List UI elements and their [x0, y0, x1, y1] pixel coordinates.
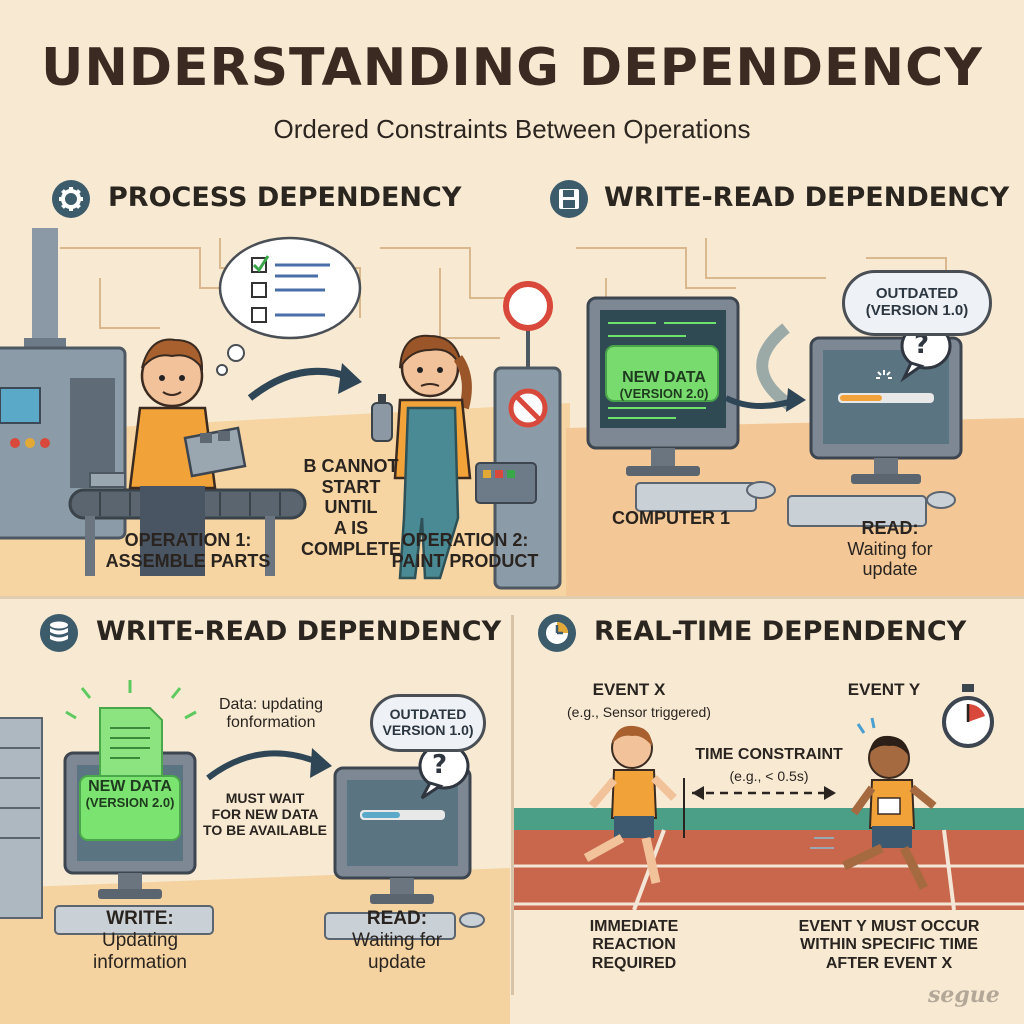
- page-title: UNDERSTANDING DEPENDENCY: [41, 38, 983, 98]
- time-constraint-label: TIME CONSTRAINT: [695, 746, 843, 763]
- runners-scene: [583, 717, 937, 891]
- question-mark-icon: ?: [914, 330, 930, 360]
- computers-scene: [566, 238, 1024, 596]
- operation-2-label: OPERATION 2:PAINT PRODUCT: [391, 530, 539, 571]
- section-divider-horizontal: [0, 596, 1024, 599]
- computer-1-label: COMPUTER 1: [611, 508, 730, 528]
- gear-icon: [52, 180, 90, 218]
- section-divider-vertical: [511, 615, 514, 995]
- stopwatch-icon: [942, 684, 994, 748]
- process-section-title: PROCESS DEPENDENCY: [108, 182, 462, 213]
- process-section: PROCESS DEPENDENCY OPERATION 1:ASSEMBLE …: [0, 168, 570, 596]
- outdated-top-bubble: OUTDATED(VERSION 1.0): [842, 270, 992, 336]
- realtime-section-title: REAL-TIME DEPENDENCY: [594, 616, 967, 647]
- database-icon: [40, 614, 78, 652]
- time-constraint-note: (e.g., < 0.5s): [729, 768, 809, 784]
- write-read-bottom-title: WRITE-READ DEPENDENCY: [96, 616, 502, 647]
- clock-icon: [538, 614, 576, 652]
- floppy-disk-icon: [550, 180, 588, 218]
- event-x-note: (e.g., Sensor triggered): [567, 704, 711, 720]
- write-read-scene: [0, 680, 510, 1024]
- factory-scene: [0, 228, 570, 596]
- question-mark-icon: ?: [432, 750, 448, 780]
- write-read-top-section: ? WRITE-READ DEPENDENCY NEW DATA(VERSION…: [550, 168, 1024, 596]
- event-y-label: EVENT Y: [847, 680, 921, 699]
- realtime-section: REAL-TIME DEPENDENCY EVENT X (e.g., Sens…: [514, 608, 1024, 1024]
- page-subtitle: Ordered Constraints Between Operations: [273, 114, 751, 144]
- new-data-top-label: NEW DATA(VERSION 2.0): [619, 369, 709, 402]
- new-data-bottom-label: NEW DATA(VERSION 2.0): [85, 778, 175, 811]
- event-x-label: EVENT X: [592, 680, 666, 699]
- write-read-top-title: WRITE-READ DEPENDENCY: [604, 182, 1010, 213]
- operation-1-label: OPERATION 1:ASSEMBLE PARTS: [105, 530, 271, 571]
- signature: segue: [928, 982, 1000, 1008]
